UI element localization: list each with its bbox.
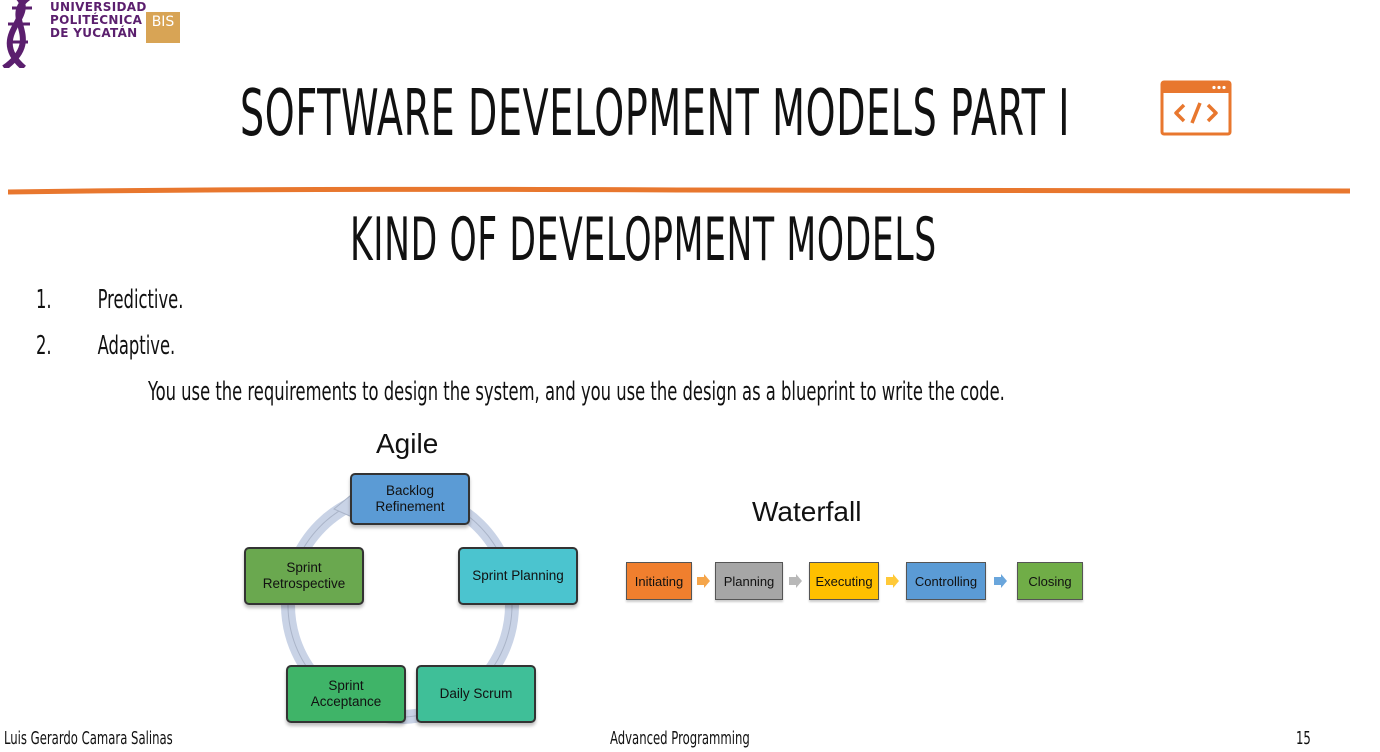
agile-step-backlog-refinement: Backlog Refinement [350,473,470,525]
logo-line-3: DE YUCATÁN [50,26,138,40]
waterfall-title: Waterfall [752,496,862,527]
waterfall-step-label: Planning [723,573,775,589]
slide-subtitle: KIND OF DEVELOPMENT MODELS [350,205,937,275]
bis-badge: BIS [146,12,180,43]
waterfall-step-label: Initiating [634,573,684,589]
footer-course: Advanced Programming [610,728,750,749]
agile-step-label: Backlog Refinement [375,483,445,514]
waterfall-step-controlling: Controlling [906,562,986,600]
list-item-number: 1. [36,285,52,315]
agile-step-label: Sprint Planning [472,568,564,583]
waterfall-step-label: Closing [1028,573,1072,589]
arrow-right-icon [789,574,802,588]
orange-divider [8,186,1350,195]
arrow-right-icon [886,574,899,588]
waterfall-step-executing: Executing [809,562,879,600]
list-item-text: Predictive. [97,285,184,315]
agile-step-sprint-retrospective: Sprint Retrospective [244,547,364,605]
list-item-text: Adaptive. [97,331,176,361]
bis-badge-label: BIS [151,14,175,30]
agile-step-label: Sprint Acceptance [310,678,382,709]
logo-line-1: UNIVERSIDAD [50,0,147,14]
list-item: 1. Predictive. [36,282,316,322]
agile-step-label: Daily Scrum [439,686,513,701]
waterfall-step-label: Executing [815,573,873,589]
waterfall-step-closing: Closing [1017,562,1083,600]
agile-title: Agile [376,428,439,459]
waterfall-step-initiating: Initiating [626,562,692,600]
agile-step-sprint-planning: Sprint Planning [458,547,578,605]
footer-page-number: 15 [1296,728,1311,749]
list-item: 2. Adaptive. [36,328,316,368]
footer-author: Luis Gerardo Camara Salinas [4,728,173,749]
logo-text: UNIVERSIDAD POLITÉCNICA DE YUCATÁN [50,1,147,40]
list-item-number: 2. [36,331,52,361]
code-window-icon [1160,80,1232,136]
dna-logo-icon [2,0,32,68]
adaptive-description: You use the requirements to design the s… [148,377,1005,407]
agile-cycle-diagram: Backlog Refinement Sprint Planning Daily… [240,465,578,730]
arrow-right-icon [994,574,1007,588]
agile-step-daily-scrum: Daily Scrum [416,665,536,723]
slide-title: SOFTWARE DEVELOPMENT MODELS PART I [240,77,1071,151]
logo-line-2: POLITÉCNICA [50,13,143,27]
agile-step-sprint-acceptance: Sprint Acceptance [286,665,406,723]
waterfall-step-label: Controlling [914,573,978,589]
arrow-right-icon [697,574,710,588]
agile-step-label: Sprint Retrospective [262,560,346,591]
university-logo: UNIVERSIDAD POLITÉCNICA DE YUCATÁN BIS [0,0,200,70]
waterfall-step-planning: Planning [715,562,783,600]
